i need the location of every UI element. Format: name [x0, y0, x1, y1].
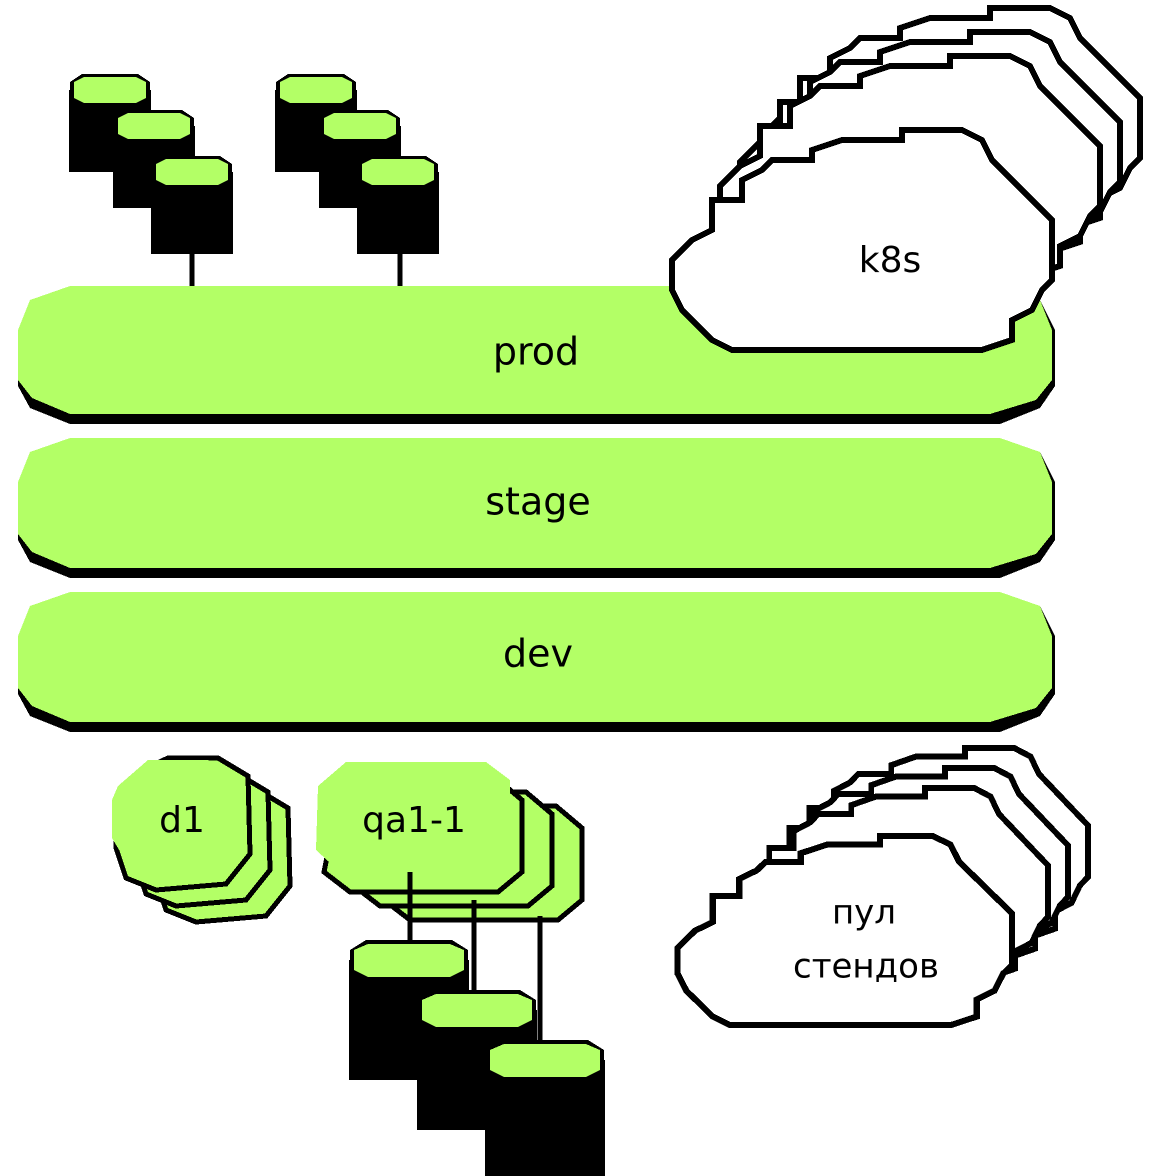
stand-stack-d1: d1 — [112, 755, 293, 925]
stand-label-d1: d1 — [159, 800, 205, 841]
env-label-stage: stage — [485, 480, 590, 524]
k8s-cloud: k8s — [672, 8, 1140, 350]
env-bar-stage: stage — [18, 438, 1055, 578]
pool-label-line2: стендов — [793, 947, 939, 987]
env-label-dev: dev — [503, 632, 573, 676]
k8s-label: k8s — [859, 240, 922, 281]
stand-label-qa: qa1-1 — [362, 800, 466, 841]
pool-label-line1: пул — [832, 893, 896, 933]
database-stack-middle — [275, 74, 439, 288]
database-stack-qa — [349, 872, 605, 1176]
stand-pool-cloud: пул стендов — [678, 748, 1088, 1025]
stand-stack-qa: qa1-1 — [316, 762, 585, 923]
database-icon — [485, 1040, 605, 1176]
database-stack-left — [69, 74, 233, 288]
database-icon — [357, 156, 439, 254]
env-label-prod: prod — [493, 330, 579, 374]
database-icon — [151, 156, 233, 254]
env-bar-dev: dev — [18, 592, 1055, 732]
